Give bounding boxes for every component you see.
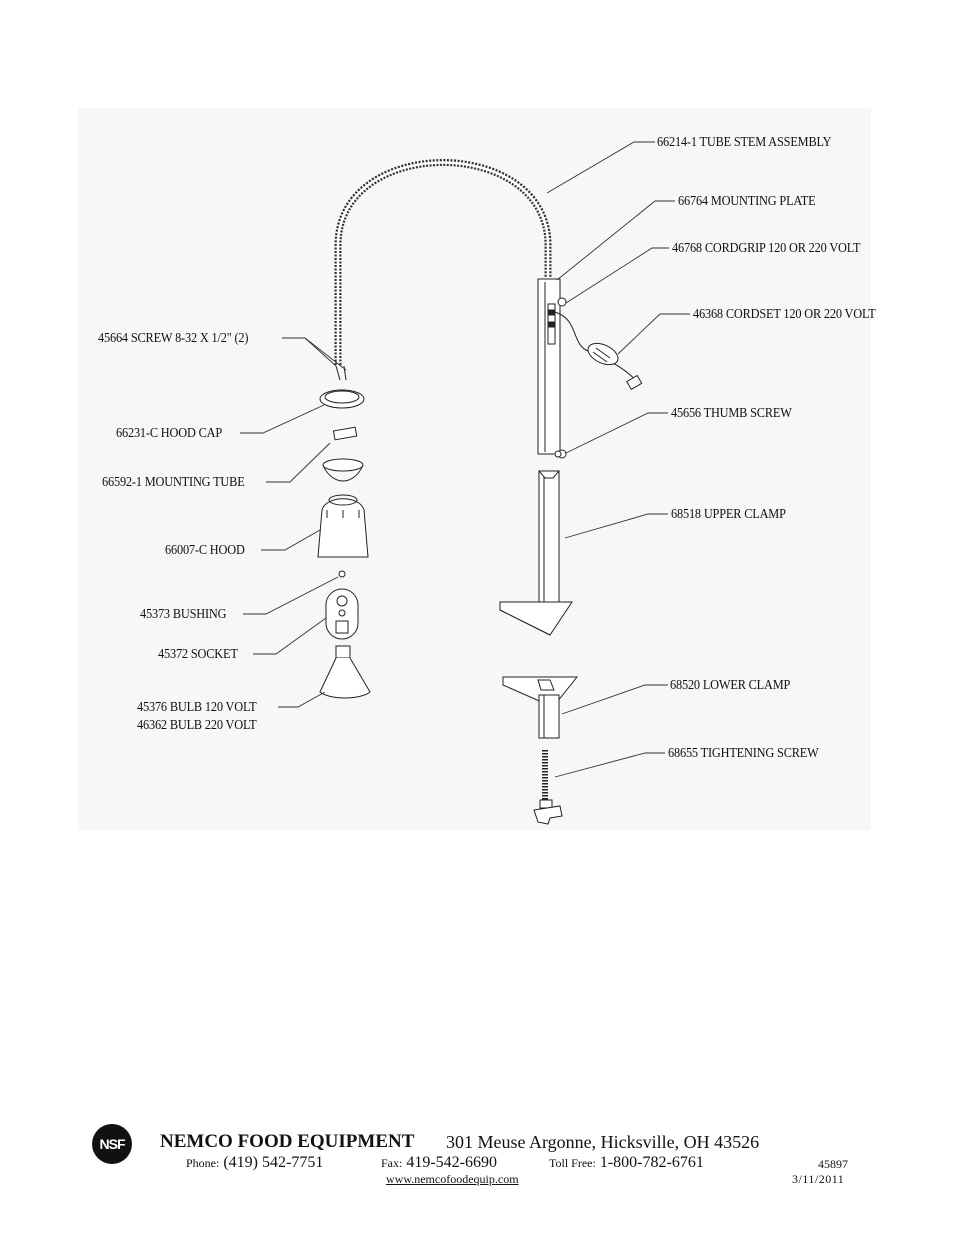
diagram-background: [78, 108, 871, 830]
phone-label: Phone:: [186, 1156, 220, 1170]
tube-stem: [334, 159, 552, 365]
label-mounting-plate: 66764 MOUNTING PLATE: [678, 194, 816, 209]
label-cordgrip: 46768 CORDGRIP 120 OR 220 VOLT: [672, 241, 861, 256]
label-hood: 66007-C HOOD: [165, 543, 245, 558]
label-socket: 45372 SOCKET: [158, 647, 238, 662]
label-lower-clamp: 68520 LOWER CLAMP: [670, 678, 791, 693]
label-screw: 45664 SCREW 8-32 X 1/2" (2): [98, 331, 249, 346]
company-name: NEMCO FOOD EQUIPMENT: [160, 1131, 415, 1152]
label-upper-clamp: 68518 UPPER CLAMP: [671, 507, 786, 522]
leader-lines: [240, 141, 690, 778]
label-hood-cap: 66231-C HOOD CAP: [116, 426, 223, 441]
vertical-post: [537, 278, 567, 459]
phone-contact: Phone: (419) 542-7751: [186, 1154, 323, 1172]
label-mounting-tube: 66592-1 MOUNTING TUBE: [102, 475, 245, 490]
hood-assembly: [317, 365, 371, 699]
tollfree-number: 1-800-782-6761: [599, 1154, 704, 1171]
label-bulb-220: 46362 BULB 220 VOLT: [137, 718, 257, 733]
website-link[interactable]: www.nemcofoodequip.com: [386, 1172, 519, 1186]
document-number: 45897: [818, 1157, 848, 1171]
upper-clamp: [499, 470, 573, 636]
label-bushing: 45373 BUSHING: [140, 607, 227, 622]
tightening-screw: [533, 750, 563, 825]
cordset: [554, 311, 643, 391]
tollfree-label: Toll Free:: [549, 1156, 596, 1170]
lower-clamp: [502, 676, 579, 739]
company-address: 301 Meuse Argonne, Hicksville, OH 43526: [446, 1132, 760, 1152]
tollfree-contact: Toll Free: 1-800-782-6761: [549, 1154, 704, 1172]
document-date: 3/11/2011: [792, 1172, 845, 1186]
phone-number: (419) 542-7751: [223, 1154, 324, 1171]
label-cordset: 46368 CORDSET 120 OR 220 VOLT: [693, 307, 876, 322]
label-tube-stem: 66214-1 TUBE STEM ASSEMBLY: [657, 135, 832, 150]
label-bulb-120: 45376 BULB 120 VOLT: [137, 700, 257, 715]
label-thumb-screw: 45656 THUMB SCREW: [671, 406, 792, 421]
fax-contact: Fax: 419-542-6690: [381, 1154, 497, 1172]
fax-number: 419-542-6690: [406, 1154, 497, 1171]
nsf-logo: NSF: [92, 1124, 132, 1164]
fax-label: Fax:: [381, 1156, 403, 1170]
label-tightening-screw: 68655 TIGHTENING SCREW: [668, 746, 819, 761]
